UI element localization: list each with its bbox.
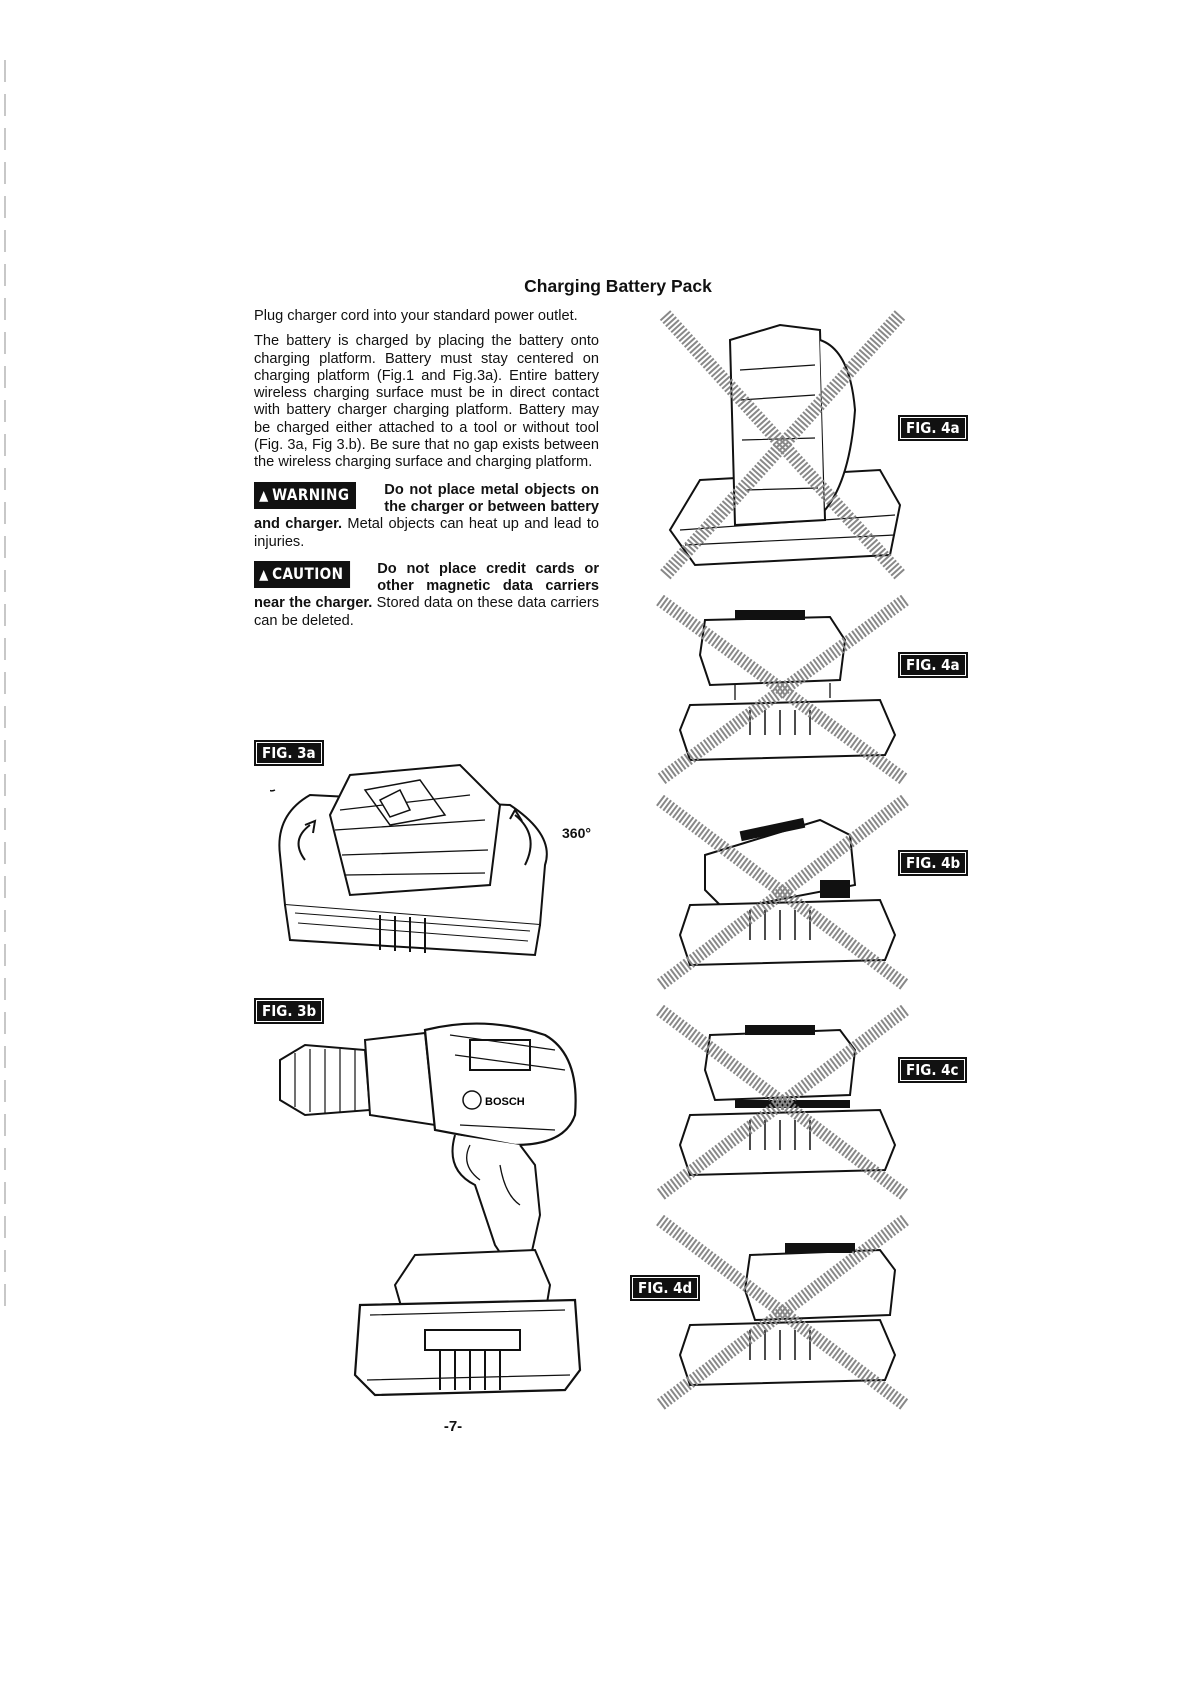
caution-badge: ▲CAUTION [254, 560, 351, 588]
caution-badge-label: CAUTION [272, 563, 344, 583]
rotate-arrow-icon [297, 824, 311, 861]
page-number: -7- [443, 1418, 463, 1435]
warning-bold-text: Do not place metal objects on the charge… [254, 481, 599, 533]
fig-3b-label: FIG. 3b [254, 998, 325, 1024]
page-title: Charging Battery Pack [524, 276, 712, 296]
x-cross-icon-4c [656, 1005, 909, 1200]
warning-badge: ▲WARNING [254, 481, 357, 509]
fig-4b-label: FIG. 4b [898, 850, 969, 876]
caution-text: Stored data on these data carriers can b… [254, 595, 599, 629]
fig-4a-bottom-illustration [650, 595, 915, 785]
warning-text: Metal objects can heat up and lead to in… [254, 516, 599, 550]
fig-4a-bottom-label: FIG. 4a [898, 652, 968, 678]
paragraph-charging: The battery is charged by placing the ba… [254, 333, 599, 471]
body-column: Plug charger cord into your standard pow… [254, 308, 599, 630]
fig-3a-charger-illustration [270, 755, 590, 965]
fig-4c-label: FIG. 4c [898, 1057, 967, 1083]
paragraph-plug: Plug charger cord into your standard pow… [254, 308, 578, 324]
fig-3b-brand-label: BOSCH [485, 1096, 525, 1108]
fig-3a-label: FIG. 3a [254, 740, 324, 766]
caution-bold-text: Do not place credit cards or other magne… [254, 560, 599, 612]
scan-edge [4, 60, 6, 1310]
fig-3a-rotation-label: 360° [562, 825, 591, 841]
fig-4c-illustration [650, 1005, 915, 1200]
fig-4d-label: FIG. 4d [630, 1275, 701, 1301]
x-cross-icon-4b [656, 795, 909, 990]
x-cross-icon-4a-bottom [656, 595, 909, 785]
fig-4a-top-label: FIG. 4a [898, 415, 968, 441]
caution-triangle-icon: ▲ [259, 566, 269, 583]
warning-triangle-icon: ▲ [259, 487, 269, 504]
fig-3b-drill-illustration: BOSCH [275, 1015, 605, 1410]
fig-4d-illustration [650, 1215, 915, 1410]
fig-4a-top-illustration [650, 310, 915, 580]
x-cross-icon-4d [656, 1215, 909, 1410]
warning-badge-label: WARNING [272, 484, 350, 504]
fig-4b-illustration [650, 795, 915, 990]
x-cross-icon-4a-top [659, 310, 906, 580]
